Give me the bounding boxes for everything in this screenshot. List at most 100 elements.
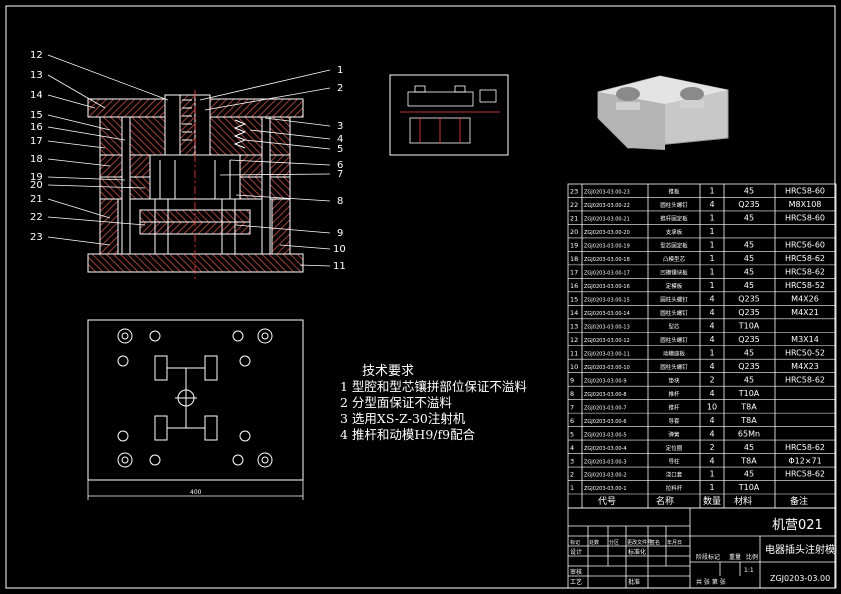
leader-lines-left	[47, 54, 169, 246]
bom-cell-qty: 1	[709, 214, 714, 223]
bom-cell-mat: 45	[744, 348, 754, 357]
rev-label-1: 处数	[589, 539, 599, 546]
stage-label: 阶段标记	[696, 553, 720, 561]
bom-cell-mat: T10A	[738, 483, 760, 492]
bom-cell-code: ZGJ0203-03.00-7	[584, 405, 627, 411]
bom-cell-qty: 4	[709, 429, 714, 438]
bom-cell-note: Φ12×71	[788, 456, 821, 465]
bom-cell-mat: T8A	[740, 416, 757, 425]
balloon-22: 22	[30, 212, 43, 223]
bom-cell-code: ZGJ0203-03.00-21	[584, 217, 630, 223]
bom-cell-no: 21	[570, 215, 578, 223]
balloon-3: 3	[337, 121, 343, 132]
bom-cell-qty: 1	[709, 254, 714, 263]
bom-cell-name: 拉料杆	[666, 484, 683, 492]
bom-cell-name: 定位圈	[666, 444, 683, 452]
bom-header-note: 备注	[790, 495, 808, 507]
balloon-13: 13	[30, 70, 43, 81]
bom-cell-no: 16	[570, 282, 578, 290]
balloon-7: 7	[337, 169, 343, 180]
sheet-label: 共 张 第 张	[696, 578, 726, 586]
bom-cell-note: HRC58-62	[785, 375, 825, 384]
bom-cell-code: ZGJ0203-03.00-11	[584, 351, 630, 357]
plan-width-dimension: 400	[190, 489, 202, 496]
bom-cell-code: ZGJ0203-03.00-12	[584, 338, 630, 344]
bolt-holes	[117, 328, 273, 468]
bom-cell-qty: 4	[709, 200, 714, 209]
bom-cell-qty: 4	[709, 362, 714, 371]
scale-label: 比例	[746, 553, 758, 561]
bom-cell-qty: 4	[709, 416, 714, 425]
bom-header-mat: 材料	[734, 495, 752, 507]
weight-label: 重量	[729, 553, 741, 561]
rev-label-3: 更改文件号	[627, 539, 652, 546]
balloon-5: 5	[337, 144, 343, 155]
bom-cell-note: HRC58-62	[785, 470, 825, 479]
bom-cell-name: 型芯	[668, 323, 680, 331]
bom-cell-name: 动模座板	[663, 349, 686, 357]
bom-cell-mat: 45	[744, 281, 754, 290]
bom-cell-qty: 4	[709, 308, 714, 317]
bom-cell-qty: 2	[709, 443, 714, 452]
bom-cell-qty: 4	[709, 295, 714, 304]
bom-cell-no: 18	[570, 255, 578, 263]
bom-cell-mat: 65Mn	[738, 429, 760, 438]
requirement-4: 4 推杆和动模H9/f9配合	[340, 427, 476, 442]
role-review: 审核	[570, 568, 582, 576]
bom-cell-name: 圆柱头螺钉	[660, 309, 688, 317]
bom-cell-mat: T8A	[740, 402, 757, 411]
bom-cell-code: ZGJ0203-03.00-6	[584, 419, 627, 425]
bom-cell-name: 定模板	[666, 282, 683, 290]
bom-cell-name: 圆柱头螺钉	[660, 201, 688, 209]
bom-cell-no: 12	[570, 336, 578, 344]
bom-cell-mat: 45	[744, 241, 754, 250]
bom-header: 代号 名称 数量 材料 备注	[598, 495, 808, 507]
bom-cell-note: M8X108	[789, 200, 822, 209]
bom-cell-no: 8	[570, 390, 574, 398]
bom-cell-qty: 1	[709, 483, 714, 492]
class-name: 机营021	[772, 518, 823, 533]
bom-cell-qty: 1	[709, 241, 714, 250]
bom-cell-name: 支承板	[666, 228, 683, 236]
bom-cell-no: 7	[570, 403, 574, 411]
title-block: 机营021 电器插头注射模 ZGJ0203-03.00 标记 处数 分区 更改文…	[570, 518, 835, 586]
bom-cell-no: 20	[570, 228, 578, 236]
bom-cell-mat: 45	[744, 214, 754, 223]
bom-cell-name: 圆柱头螺钉	[660, 296, 688, 304]
balloon-16: 16	[30, 122, 43, 133]
balloon-9: 9	[337, 228, 343, 239]
bom-cell-qty: 1	[709, 187, 714, 196]
bom-cell-note: HRC56-60	[785, 241, 825, 250]
bom-header-name: 名称	[656, 495, 674, 507]
bom-cell-name: 导套	[668, 417, 680, 425]
bom-cell-name: 圆柱头螺钉	[660, 336, 688, 344]
bom-cell-note: HRC58-62	[785, 254, 825, 263]
drawing-number: ZGJ0203-03.00	[770, 574, 830, 583]
bom-cell-no: 14	[570, 309, 578, 317]
bom-cell-note: M4X21	[791, 308, 819, 317]
bom-cell-no: 13	[570, 323, 578, 331]
balloon-23: 23	[30, 232, 43, 243]
bom-cell-name: 推杆固定板	[660, 215, 688, 223]
bom-cell-qty: 1	[709, 281, 714, 290]
bom-cell-no: 19	[570, 242, 578, 250]
bom-cell-code: ZGJ0203-03.00-3	[584, 459, 627, 465]
role-approve: 批准	[628, 578, 640, 586]
drawing-name: 电器插头注射模	[765, 543, 835, 556]
bom-cell-mat: 45	[744, 375, 754, 384]
bom-cell-code: ZGJ0203-03.00-20	[584, 230, 630, 236]
bom-cell-qty: 4	[709, 456, 714, 465]
balloon-14: 14	[30, 90, 43, 101]
bom-cell-qty: 2	[709, 375, 714, 384]
bom-cell-no: 23	[570, 188, 578, 196]
bom-cell-note: HRC58-62	[785, 268, 825, 277]
bom-cell-mat: 45	[744, 443, 754, 452]
role-process: 工艺	[570, 578, 582, 586]
bom-cell-code: ZGJ0203-03.00-4	[584, 446, 627, 452]
requirement-1: 1 型腔和型芯镶拼部位保证不溢料	[340, 379, 527, 394]
bom-cell-code: ZGJ0203-03.00-9	[584, 378, 627, 384]
bom-cell-note: M4X26	[791, 295, 819, 304]
bom-cell-qty: 1	[709, 470, 714, 479]
